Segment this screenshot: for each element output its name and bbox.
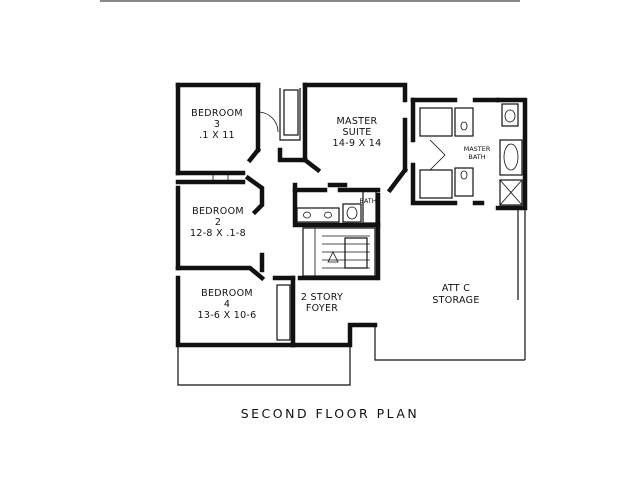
bedroom3-label-2: 3: [214, 119, 220, 130]
front-porch: [177, 345, 351, 386]
bedroom4-label-2: 4: [224, 299, 230, 310]
bedroom3-label-3: .1 X 11: [199, 130, 235, 141]
bedroom2-label-3: 12-8 X .1-8: [190, 228, 246, 239]
foyer-label-1: 2 STORY: [301, 292, 343, 303]
stair: [302, 227, 376, 277]
master-bath-label-1: MASTER: [464, 145, 491, 153]
foyer-label-2: FOYER: [306, 303, 338, 314]
master-suite-label-2: SUITE: [342, 127, 371, 138]
master-suite-label-1: MASTER: [337, 116, 378, 127]
bath-label: BATH: [359, 197, 376, 205]
bedroom3-label-1: BEDROOM: [191, 108, 243, 119]
bedroom4-label-1: BEDROOM: [201, 288, 253, 299]
attic-outline: [374, 208, 526, 361]
attic-label-1: ATT C: [442, 283, 470, 294]
bedroom4-label-3: 13-6 X 10-6: [198, 310, 257, 321]
master-bath-label-2: BATH: [468, 153, 485, 161]
exterior-walls: [175, 82, 528, 348]
bedroom2-label-2: 2: [215, 217, 221, 228]
plan-title: SECOND FLOOR PLAN: [241, 406, 420, 421]
master-suite-label-3: 14-9 X 14: [333, 138, 382, 149]
attic-label-2: STORAGE: [432, 295, 479, 306]
fixtures: [212, 89, 523, 341]
bedroom2-label-1: BEDROOM: [192, 206, 244, 217]
